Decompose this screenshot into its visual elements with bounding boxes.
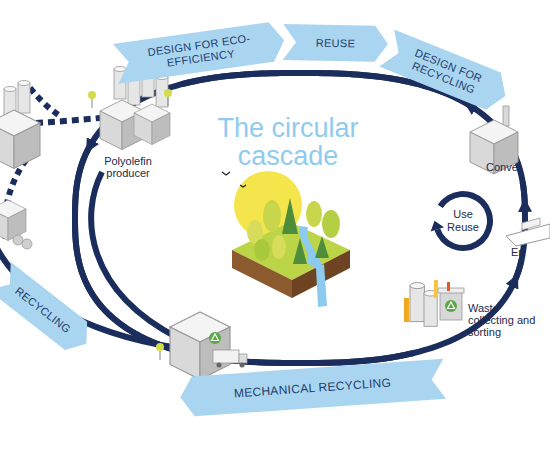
node-label: Polyolefin producer	[92, 155, 164, 179]
diagram-title: The circular cascade	[200, 114, 376, 170]
process-band: DESIGN FOR RECYCLING	[379, 29, 513, 114]
process-band: DESIGN FOR ECO-EFFICIENCY	[113, 20, 287, 83]
island-illustration	[293, 238, 307, 264]
island-illustration	[222, 172, 246, 187]
island-illustration	[316, 264, 327, 307]
node-label: En	[511, 246, 550, 258]
left-factory-icons	[0, 81, 40, 250]
waste-bins-icon	[434, 280, 438, 298]
waste-bins-icon	[440, 292, 462, 320]
band-label: DESIGN FOR ECO-EFFICIENCY	[113, 20, 287, 83]
waste-bins-icon	[404, 298, 409, 322]
converter-icon	[503, 106, 509, 126]
island-illustration	[222, 171, 350, 307]
end-user-icon	[522, 218, 540, 230]
band-arrow	[283, 24, 389, 62]
process-band: MECHANICAL RECYCLING	[179, 359, 446, 417]
island-illustration	[322, 210, 340, 238]
recycling-plant-icon	[156, 312, 247, 380]
band-arrow	[179, 359, 446, 417]
recycling-plant-icon	[209, 332, 221, 344]
band-arrow	[0, 262, 97, 358]
left-flow-lines	[30, 88, 60, 116]
node-label: Conve	[486, 161, 546, 173]
waste-bins-icon	[404, 280, 464, 326]
stage-node: Polyolefin producer	[92, 62, 182, 182]
recycling-plant-icon	[240, 363, 245, 368]
end-user-icon	[506, 218, 550, 246]
recycling-plant-icon	[170, 312, 230, 380]
island-illustration	[254, 239, 270, 261]
band-label: MECHANICAL RECYCLING	[179, 359, 446, 417]
process-band: REUSE	[283, 24, 389, 62]
left-factory-icons	[13, 235, 23, 245]
island-illustration	[272, 235, 286, 259]
waste-bins-icon	[410, 283, 424, 322]
recycling-plant-icon	[213, 350, 239, 363]
stage-node: Waste collecting and sorting	[405, 285, 540, 353]
node-label: Use Reuse	[432, 190, 494, 252]
band-arrow	[113, 20, 287, 83]
stage-node: Conve	[462, 108, 550, 182]
producer-icon	[88, 91, 96, 108]
waste-bins-icon	[447, 282, 450, 291]
left-factory-icons	[18, 81, 30, 114]
island-illustration	[234, 171, 302, 239]
loop-node: Use Reuse	[432, 190, 494, 252]
left-factory-icons	[0, 200, 26, 241]
flow-connector	[75, 144, 414, 363]
producer-icon	[164, 89, 172, 106]
flow-connector	[513, 260, 522, 285]
recycling-plant-icon	[156, 343, 164, 360]
cycle-ring	[75, 73, 525, 363]
flow-connector	[523, 182, 525, 210]
island-illustration	[306, 201, 322, 227]
waste-bins-icon	[438, 288, 464, 293]
recycling-plant-icon	[239, 354, 247, 363]
waste-bins-icon	[445, 300, 457, 312]
band-label: DESIGN FOR RECYCLING	[379, 29, 513, 114]
island-illustration	[263, 200, 281, 232]
band-label: RECYCLING	[0, 262, 97, 358]
island-illustration	[282, 198, 298, 234]
producer-icon	[134, 104, 170, 145]
island-illustration	[315, 236, 329, 258]
process-band: RECYCLING	[0, 262, 97, 358]
band-label: REUSE	[283, 24, 389, 62]
loop-arrowhead	[431, 221, 444, 232]
left-factory-icons	[0, 110, 40, 169]
stage-node: En	[505, 210, 550, 260]
node-label: Waste collecting and sorting	[468, 302, 538, 338]
recycling-plant-icon	[217, 363, 222, 368]
band-arrow	[379, 29, 513, 114]
left-factory-icons	[22, 239, 32, 249]
